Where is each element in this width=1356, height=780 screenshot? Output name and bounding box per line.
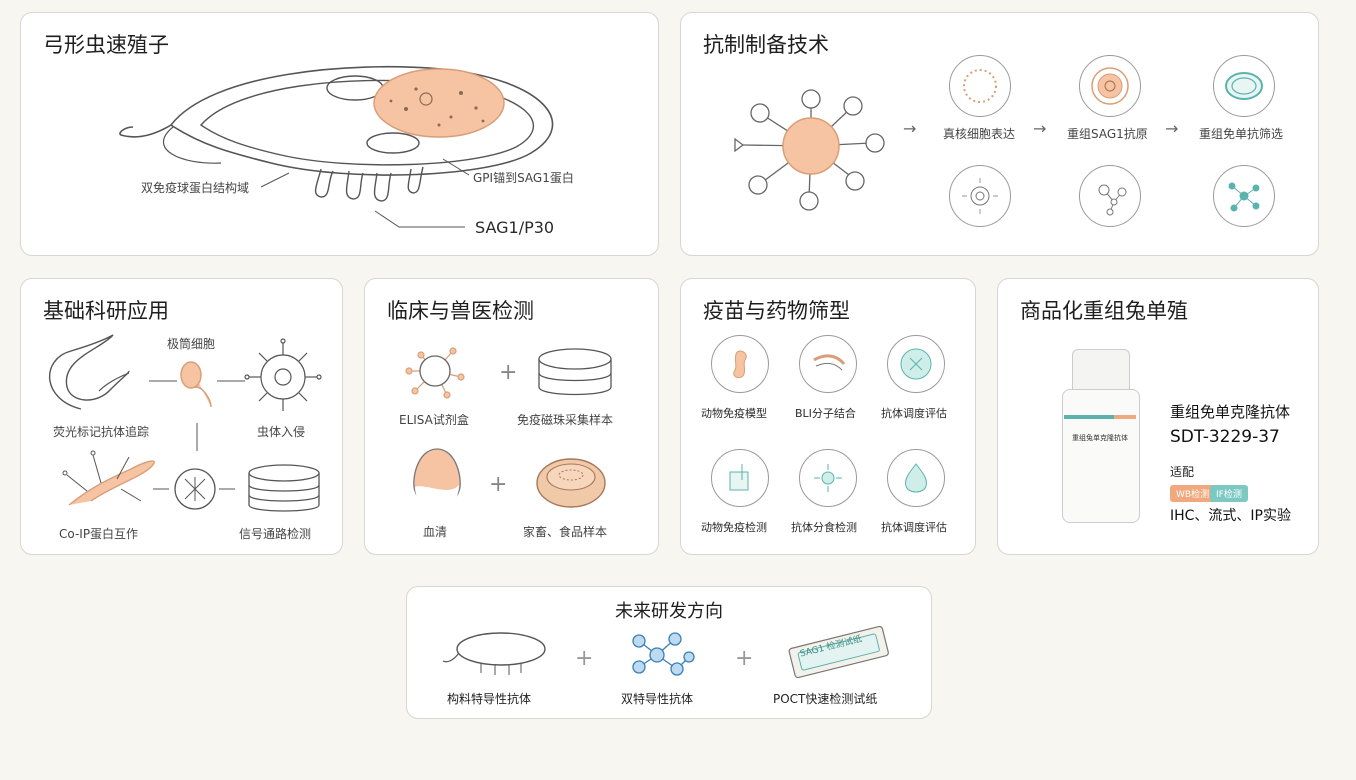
drop-icon <box>887 449 945 507</box>
panel-title: 基础科研应用 <box>43 299 169 323</box>
svg-text:+: + <box>575 646 593 671</box>
suited-label: 适配 <box>1170 465 1195 479</box>
product-bottle: 重组兔单克隆抗体 <box>1062 349 1140 525</box>
svg-text:+: + <box>499 360 517 385</box>
future-label: 构料特导性抗体 <box>447 692 532 706</box>
future-illustration: + + <box>442 625 889 679</box>
panel-title: 抗制制备技术 <box>703 33 829 57</box>
label-samples: 家畜、食品样本 <box>523 525 608 539</box>
vaccine-label: BLI分子结合 <box>795 407 856 420</box>
bli-binding-icon <box>799 335 857 393</box>
panel-clinical: 临床与兽医检测 + + ELISA试剂盒 免疫磁珠采集样本 血清 家畜、食品样本 <box>364 278 659 555</box>
step-label: 重组免单抗筛选 <box>1199 127 1284 141</box>
step-label: 真核细胞表达 <box>943 127 1016 141</box>
label-coip: Co-IP蛋白互作 <box>59 527 139 541</box>
beaker-icon <box>711 449 769 507</box>
panel-future: 未来研发方向 + + SAG1 检测试纸 构料特导性抗体 双特导性抗体 POCT… <box>406 586 932 719</box>
vaccine-label: 抗体分食检测 <box>791 521 857 534</box>
panel-vaccine: 疫苗与药物筛型 动物免疫模型 BLI分子结合 抗体调度评估 动物免疫检测 抗体分… <box>680 278 976 555</box>
future-label: POCT快速检测试纸 <box>773 692 878 706</box>
label-invasion: 虫体入侵 <box>257 425 306 439</box>
product-name: 重组免单克隆抗体 <box>1170 403 1291 421</box>
label-pathway: 信号通路检测 <box>239 527 312 541</box>
step-label: 重组SAG1抗原 <box>1067 127 1148 141</box>
molecule-spark-icon <box>799 449 857 507</box>
svg-text:+: + <box>735 646 753 671</box>
label-serum: 血清 <box>423 525 448 539</box>
label-cell: 极筒细胞 <box>167 337 216 351</box>
screening-icon <box>1213 55 1275 117</box>
expression-cell-icon <box>949 55 1011 117</box>
bottle-label: 重组兔单克隆抗体 <box>1072 434 1128 442</box>
panel-title: 临床与兽医检测 <box>387 299 534 323</box>
vaccine-label: 动物免疫检测 <box>701 521 767 534</box>
label-domain: 双免疫球蛋白结构域 <box>141 181 250 195</box>
panel-tachyzoite: 弓形虫速殖子 双免疫球蛋白结构域 GPI锚到SAG1蛋白 SAG1/P30 <box>20 12 659 256</box>
cell-sun-icon <box>949 165 1011 227</box>
arrow-icon: → <box>1165 119 1179 138</box>
panel-title: 疫苗与药物筛型 <box>703 299 850 323</box>
label-beads: 免疫磁珠采集样本 <box>517 413 614 427</box>
application-text: IHC、流式、IP实验 <box>1170 508 1292 524</box>
network-teal-icon <box>1213 165 1275 227</box>
label-tracking: 荧光标记抗体追踪 <box>53 425 150 439</box>
vaccine-label: 抗体调度评估 <box>881 521 947 534</box>
future-label: 双特导性抗体 <box>621 692 694 706</box>
panel-title: 弓形虫速殖子 <box>43 33 169 57</box>
molecule-icon <box>1079 165 1141 227</box>
antigen-network-icon <box>734 89 885 211</box>
vaccine-label: 动物免疫模型 <box>701 407 767 420</box>
clinical-illustration: + + <box>405 347 612 509</box>
label-sag1: SAG1/P30 <box>475 218 555 237</box>
panel-title: 未来研发方向 <box>615 601 723 622</box>
antigen-icon <box>1079 55 1141 117</box>
tachyzoite-illustration <box>119 65 554 228</box>
panel-title: 商品化重组兔单殖 <box>1020 299 1188 323</box>
arrow-icon: → <box>903 119 917 138</box>
product-code: SDT-3229-37 <box>1170 427 1280 447</box>
panel-antibody-tech: 抗制制备技术 → 真核细胞表达 → 重组SAG1抗原 → 重组免单抗筛选 <box>680 12 1319 256</box>
arrow-icon: → <box>1033 119 1047 138</box>
label-elisa: ELISA试剂盒 <box>399 413 469 427</box>
evaluation-icon <box>887 335 945 393</box>
tag-if: IF检测 <box>1210 485 1248 502</box>
svg-text:+: + <box>489 472 507 497</box>
animal-model-icon <box>711 335 769 393</box>
label-gpi: GPI锚到SAG1蛋白 <box>473 171 574 185</box>
tag-wb: WB检测 <box>1170 485 1216 502</box>
panel-basic-research: 基础科研应用 极筒细胞 <box>20 278 343 555</box>
vaccine-label: 抗体调度评估 <box>881 407 947 420</box>
panel-product: 商品化重组兔单殖 重组兔单克隆抗体 重组免单克隆抗体 SDT-3229-37 适… <box>997 278 1319 555</box>
research-illustration <box>48 334 322 512</box>
